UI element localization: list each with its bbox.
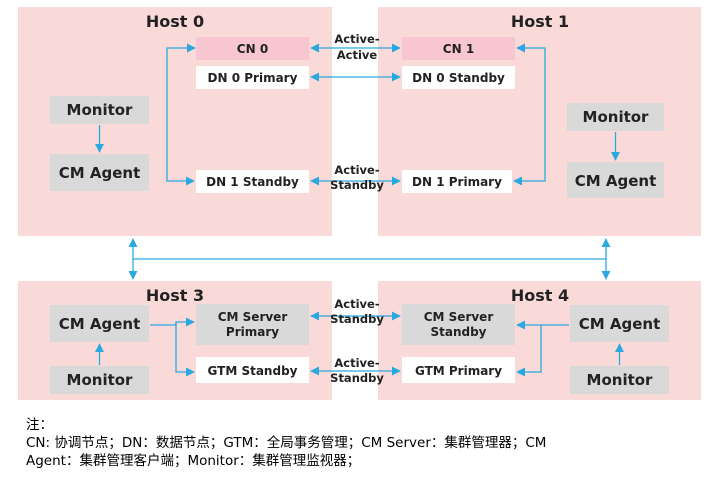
cm-agent-host-3-label: CM Agent (59, 315, 141, 333)
dn-0-standby-box (402, 66, 515, 89)
cn-1-box (402, 37, 515, 60)
cm-server-standby-label-line1: CM Server (424, 310, 494, 324)
cm-agent-host-0-box (50, 154, 149, 191)
cm-server-standby-label-line2: Standby (430, 325, 486, 339)
host-0-title: Host 0 (146, 12, 204, 31)
dn-0-standby-label: DN 0 Standby (412, 71, 505, 85)
notes-line-1: CN: 协调节点；DN：数据节点；GTM：全局事务管理；CM Server：集群… (26, 435, 547, 451)
connector-agent-to-gtm-standby (175, 322, 195, 377)
host-1-title: Host 1 (511, 12, 569, 31)
monitor-host-3-label: Monitor (67, 371, 134, 389)
cn-link-label-line2: Active (337, 48, 378, 62)
gtm-link-label-line1: Active- (334, 356, 379, 370)
cn-link-label-line1: Active- (334, 32, 379, 46)
connector-agent-to-gtm-primary (516, 325, 542, 377)
cm-agent-host-0-label: CM Agent (59, 164, 141, 182)
dn-1-primary-box (402, 170, 512, 193)
dn-1-primary-label: DN 1 Primary (412, 175, 502, 189)
dn-1-standby-label: DN 1 Standby (206, 175, 299, 189)
host-4-title: Host 4 (511, 286, 569, 305)
cm-server-primary-label-line1: CM Server (218, 310, 288, 324)
legend-notes: 注： CN: 协调节点；DN：数据节点；GTM：全局事务管理；CM Server… (26, 416, 706, 470)
monitor-host-1-label: Monitor (583, 108, 650, 126)
monitor-host-0-label: Monitor (67, 101, 134, 119)
cn-0-label: CN 0 (237, 42, 268, 56)
connector-cn0-to-dn1-standby (166, 43, 196, 186)
notes-title: 注： (26, 417, 53, 433)
cm-agent-host-4-label: CM Agent (579, 315, 661, 333)
cm-server-primary-label-line2: Primary (226, 325, 279, 339)
dn-0-primary-label: DN 0 Primary (208, 71, 298, 85)
cms-link-label-line2: Standby (330, 312, 384, 326)
gtm-primary-box (402, 357, 515, 383)
gtm-primary-label: GTM Primary (415, 364, 502, 378)
cms-link-label-line1: Active- (334, 297, 379, 311)
cn-0-box (196, 37, 309, 60)
dn1-link-label-line2: Standby (330, 178, 384, 192)
cm-agent-host-1-label: CM Agent (575, 172, 657, 190)
dn1-link-label-line1: Active- (334, 163, 379, 177)
dn-1-standby-box (196, 170, 309, 193)
cm-agent-host-3-box (50, 305, 149, 342)
cm-server-standby-box (402, 304, 515, 345)
gtm-standby-label: GTM Standby (208, 364, 298, 378)
cluster-deployment-diagram: Host 0 Host 1 Host 3 Host 4 CN 0 DN 0 Pr… (18, 7, 701, 400)
monitor-host-1-box (567, 103, 664, 131)
cm-server-primary-box (196, 304, 309, 345)
cm-agent-host-1-box (567, 162, 664, 198)
cm-agent-host-4-box (570, 305, 669, 342)
gtm-standby-box (196, 357, 309, 383)
monitor-host-0-box (50, 96, 149, 124)
connector-cn1-to-dn1-primary (513, 43, 546, 186)
notes-line-2: Agent：集群管理客户端；Monitor：集群管理监视器； (26, 453, 361, 469)
monitor-host-4-label: Monitor (587, 371, 654, 389)
cn-1-label: CN 1 (443, 42, 474, 56)
dn-0-primary-box (196, 66, 309, 89)
monitor-host-3-box (50, 366, 149, 394)
gtm-link-label-line2: Standby (330, 371, 384, 385)
monitor-host-4-box (570, 366, 669, 394)
host-3-title: Host 3 (146, 286, 204, 305)
